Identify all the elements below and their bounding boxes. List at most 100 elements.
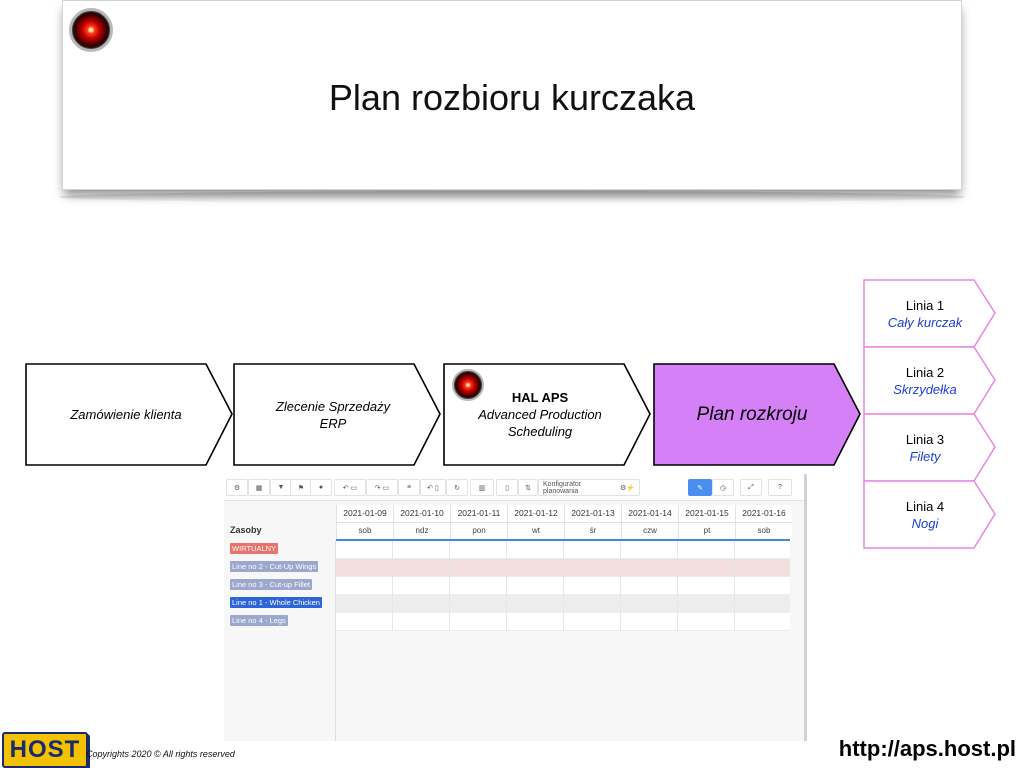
grid-divider: [449, 541, 450, 631]
aps-subtitle-1: Advanced Production: [478, 407, 602, 422]
flow-step-erp-label: Zlecenie Sprzedaży ERP: [234, 364, 432, 465]
day-date: 2021-01-16: [736, 505, 792, 523]
line-shape: [863, 346, 996, 415]
day-date: 2021-01-09: [337, 505, 393, 523]
day-column[interactable]: 2021-01-14 czw: [621, 505, 678, 541]
chart-icon[interactable]: ▥: [470, 479, 494, 496]
arrow-shape: [233, 363, 441, 466]
comment-icon[interactable]: ●: [310, 479, 332, 496]
undo-delete-icon[interactable]: ↶ ▯: [420, 479, 446, 496]
sort-icon[interactable]: ⇅: [518, 479, 538, 496]
flow-step-erp: Zlecenie Sprzedaży ERP: [233, 363, 444, 466]
resource-tag-line-1[interactable]: Line no 1 - Whole Chicken: [230, 597, 322, 608]
arrow-shape-plan: [653, 363, 861, 466]
day-name: sob: [757, 526, 771, 535]
day-column[interactable]: 2021-01-10 ndz: [393, 505, 450, 541]
edit-mode-icon[interactable]: ✎: [688, 479, 712, 496]
line-shape: [863, 480, 996, 549]
line-desc: Cały kurczak: [887, 314, 963, 330]
line-1-text: Linia 1 Cały kurczak: [864, 280, 986, 347]
grid-divider: [392, 541, 393, 631]
title-card: Plan rozbioru kurczaka: [59, 0, 965, 203]
line-item-2: Linia 2 Skrzydełka: [863, 346, 996, 415]
day-date: 2021-01-10: [394, 505, 450, 523]
day-name: czw: [643, 526, 657, 535]
day-column[interactable]: 2021-01-13 śr: [564, 505, 621, 541]
line-item-3: Linia 3 Filety: [863, 413, 996, 482]
flag-icon[interactable]: ⚑: [290, 479, 312, 496]
day-name: śr: [589, 526, 597, 535]
document-icon[interactable]: ▯: [496, 479, 518, 496]
flow-step-plan: Plan rozkroju: [653, 363, 864, 466]
list-icon[interactable]: ≡: [398, 479, 420, 496]
line-name: Linia 3: [905, 431, 945, 447]
day-name: pt: [703, 526, 711, 535]
day-name: pon: [472, 526, 486, 535]
day-column[interactable]: 2021-01-09 sob: [336, 505, 393, 541]
line-name: Linia 4: [905, 498, 945, 514]
grid-divider: [677, 541, 678, 631]
day-name: sob: [358, 526, 372, 535]
flow-step-order: Zamówienie klienta: [25, 363, 236, 466]
settings-icon[interactable]: ⚙: [226, 479, 248, 496]
day-date: 2021-01-14: [622, 505, 678, 523]
day-column[interactable]: 2021-01-15 pt: [678, 505, 735, 541]
plan-text: Plan rozkroju: [696, 404, 808, 425]
resources-panel: [224, 541, 336, 741]
day-date: 2021-01-11: [451, 505, 507, 523]
flow-step-aps-label: HAL APS Advanced Production Scheduling: [444, 364, 636, 465]
day-name: wt: [532, 526, 540, 535]
day-date: 2021-01-13: [565, 505, 621, 523]
fullscreen-icon[interactable]: ⤢: [740, 479, 762, 496]
aps-app-screenshot: ⚙ ▦ ▼ ⚑ ● ↶ ▭ ↷ ▭ ≡ ↶ ▯ ↻ ▥ ▯ ⇅ Konfigur…: [224, 474, 807, 741]
clock-icon[interactable]: ◷: [712, 479, 734, 496]
line-desc: Nogi: [911, 515, 939, 531]
order-text: Zamówienie klienta: [70, 407, 182, 422]
grid-divider: [563, 541, 564, 631]
help-icon[interactable]: ?: [768, 479, 792, 496]
app-toolbar: ⚙ ▦ ▼ ⚑ ● ↶ ▭ ↷ ▭ ≡ ↶ ▯ ↻ ▥ ▯ ⇅ Konfigur…: [224, 474, 804, 501]
day-column[interactable]: 2021-01-16 sob: [735, 505, 792, 541]
line-3-text: Linia 3 Filety: [864, 414, 986, 481]
resource-tag-virtual[interactable]: WIRTUALNY: [230, 543, 279, 554]
resource-tag-line-3[interactable]: Line no 3 - Cut-up Fillet: [230, 579, 312, 590]
arrow-shape: [25, 363, 233, 466]
redo-toggle-icon[interactable]: ↷ ▭: [366, 479, 398, 496]
refresh-icon[interactable]: ↻: [446, 479, 468, 496]
resource-tag-line-4[interactable]: Line no 4 - Legs: [230, 615, 288, 626]
day-column[interactable]: 2021-01-11 pon: [450, 505, 507, 541]
slide-title: Plan rozbioru kurczaka: [328, 77, 696, 118]
calendar-icon[interactable]: ▦: [248, 479, 270, 496]
site-url[interactable]: http://aps.host.pl: [838, 736, 1016, 761]
filter-icon[interactable]: ▼: [270, 479, 292, 496]
copyright-text: Copyrights 2020 © All rights reserved: [86, 749, 235, 759]
erp-line1: Zlecenie Sprzedaży: [275, 398, 391, 414]
grid-divider: [734, 541, 735, 631]
hal-eye-icon: [69, 8, 113, 52]
undo-toggle-icon[interactable]: ↶ ▭: [334, 479, 366, 496]
host-logo: HOST: [2, 732, 88, 768]
day-column[interactable]: 2021-01-12 wt: [507, 505, 564, 541]
line-name: Linia 2: [905, 364, 945, 380]
day-date: 2021-01-12: [508, 505, 564, 523]
arrow-shape: [443, 363, 651, 466]
config-planning-button[interactable]: Konfigurator planowania ⚙⚡: [538, 479, 640, 496]
line-2-text: Linia 2 Skrzydełka: [864, 347, 986, 414]
erp-line2: ERP: [319, 415, 347, 431]
line-desc: Skrzydełka: [893, 381, 957, 397]
grid-divider: [620, 541, 621, 631]
flow-step-plan-label: Plan rozkroju: [654, 364, 850, 465]
resource-tag-line-2[interactable]: Line no 2 - Cut-Up Wings: [230, 561, 319, 572]
flow-step-aps: HAL APS Advanced Production Scheduling: [443, 363, 654, 466]
line-shape: [863, 413, 996, 482]
line-shape: [863, 279, 996, 348]
day-date: 2021-01-15: [679, 505, 735, 523]
day-name: ndz: [415, 526, 429, 535]
flow-step-order-label: Zamówienie klienta: [26, 364, 226, 465]
line-desc: Filety: [909, 448, 941, 464]
line-name: Linia 1: [905, 297, 945, 313]
resources-header: Zasoby: [230, 525, 262, 535]
config-planning-label: Konfigurator planowania: [543, 480, 582, 495]
aps-subtitle-2: Scheduling: [507, 424, 573, 439]
gantt-day-header: 2021-01-09 sob 2021-01-10 ndz 2021-01-11…: [336, 505, 792, 541]
